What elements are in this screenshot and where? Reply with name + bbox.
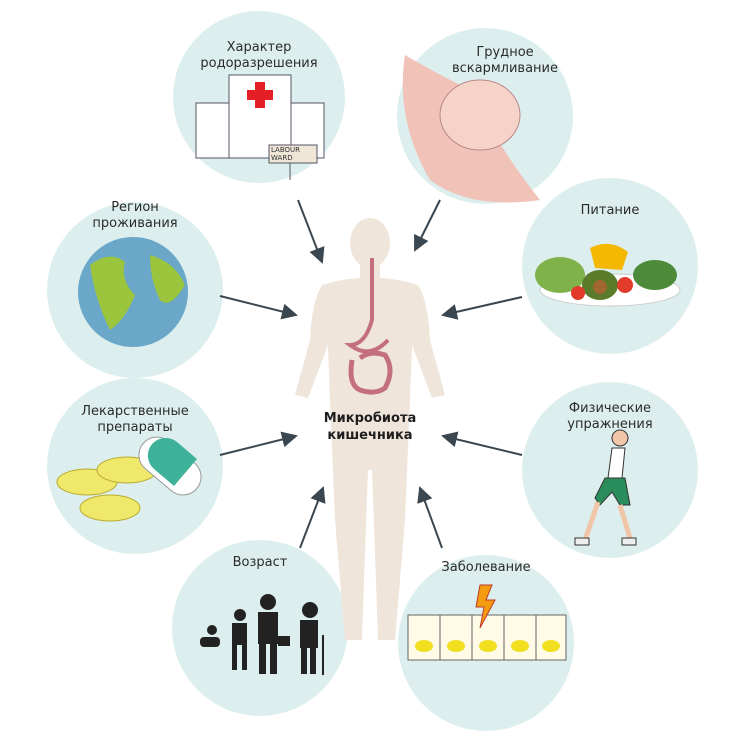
breastfeeding-baby-icon [402,55,540,203]
label-line: Питание [580,203,640,218]
arrow-region [219,295,298,320]
label-line: Заболевание [441,560,531,575]
arrow-breastfeeding [414,199,441,252]
age-progression-icon [200,594,324,675]
intestinal-cells-icon [407,584,567,661]
hospital-icon [195,74,325,180]
arrow-exercise [441,431,523,456]
center-line: кишечника [327,428,413,443]
label-line: Возраст [232,555,288,570]
arrows [219,199,523,549]
sign-line: WARD [271,154,293,162]
human-body-icon [295,218,445,640]
label-nutrition: Питание [525,203,695,219]
arrow-nutrition [441,296,523,320]
sign-line: LABOUR [271,146,301,154]
label-age: Возраст [175,555,345,571]
globe-icon [78,237,188,347]
label-line: проживания [92,216,178,231]
label-line: Лекарственные [81,404,189,419]
label-line: Грудное [476,45,534,60]
runner-icon [574,429,637,546]
label-line: Физические [568,401,652,416]
center-line: Микробиота [323,411,417,426]
label-line: Характер [226,40,292,55]
label-line: вскармливание [451,61,559,76]
digestive-tract-icon [344,258,393,395]
label-disease: Заболевание [401,560,571,576]
center-label: Микробиота кишечника [300,410,440,444]
pills-icon [56,436,202,522]
arrow-delivery [297,199,325,264]
arrow-age [299,486,326,549]
label-line: родоразрешения [200,56,318,71]
arrow-disease [417,486,443,549]
label-line: упражнения [567,417,653,432]
label-line: Регион [111,200,159,215]
food-plate-icon [535,243,681,307]
arrow-medication [219,431,298,456]
label-line: препараты [97,420,173,435]
